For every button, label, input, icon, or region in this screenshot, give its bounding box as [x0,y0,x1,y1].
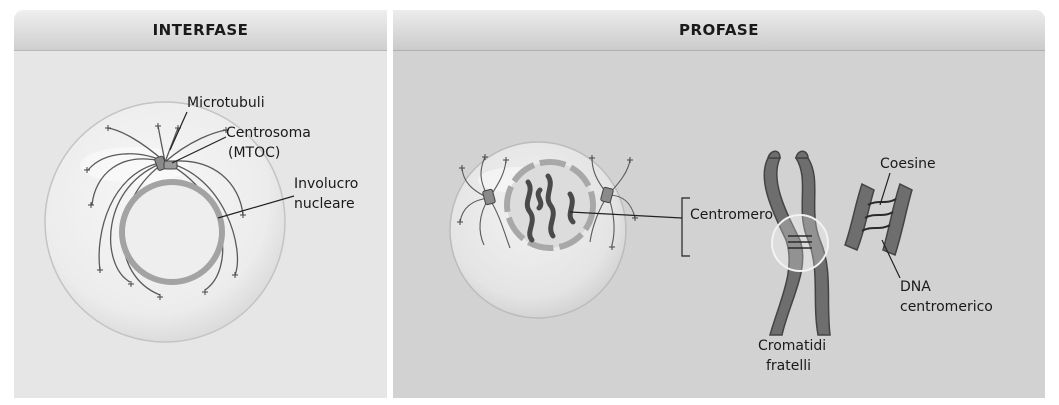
centromere-highlight [771,214,829,272]
label-centrosoma: Centrosoma [226,125,311,141]
label-centromerico: centromerico [900,299,993,315]
plus-ends [84,123,246,300]
interfase-header: INTERFASE [14,10,387,51]
label-dna: DNA [900,279,931,295]
centrosome [154,155,178,171]
profase-header: PROFASE [393,10,1045,51]
label-cromatidi: Cromatidi [758,338,827,354]
sister-chromatids [763,150,831,336]
profase-leader-lines [569,172,901,279]
condensed-chromosomes [524,173,576,243]
label-fratelli: fratelli [766,358,812,374]
label-microtubuli: Microtubuli [187,95,265,111]
label-coesine: Coesine [880,156,936,172]
nuclear-envelope [119,179,225,285]
label-involucro: Involucro [294,176,359,192]
label-centromero: Centromero [690,207,774,223]
cohesin-closeup [844,182,913,257]
label-nucleare: nucleare [294,196,355,212]
prophase-centrosomes [482,186,614,206]
prophase-plus-ends [457,154,638,250]
interfase-leader-lines [169,111,295,219]
label-mtoc: (MTOC) [228,145,281,161]
